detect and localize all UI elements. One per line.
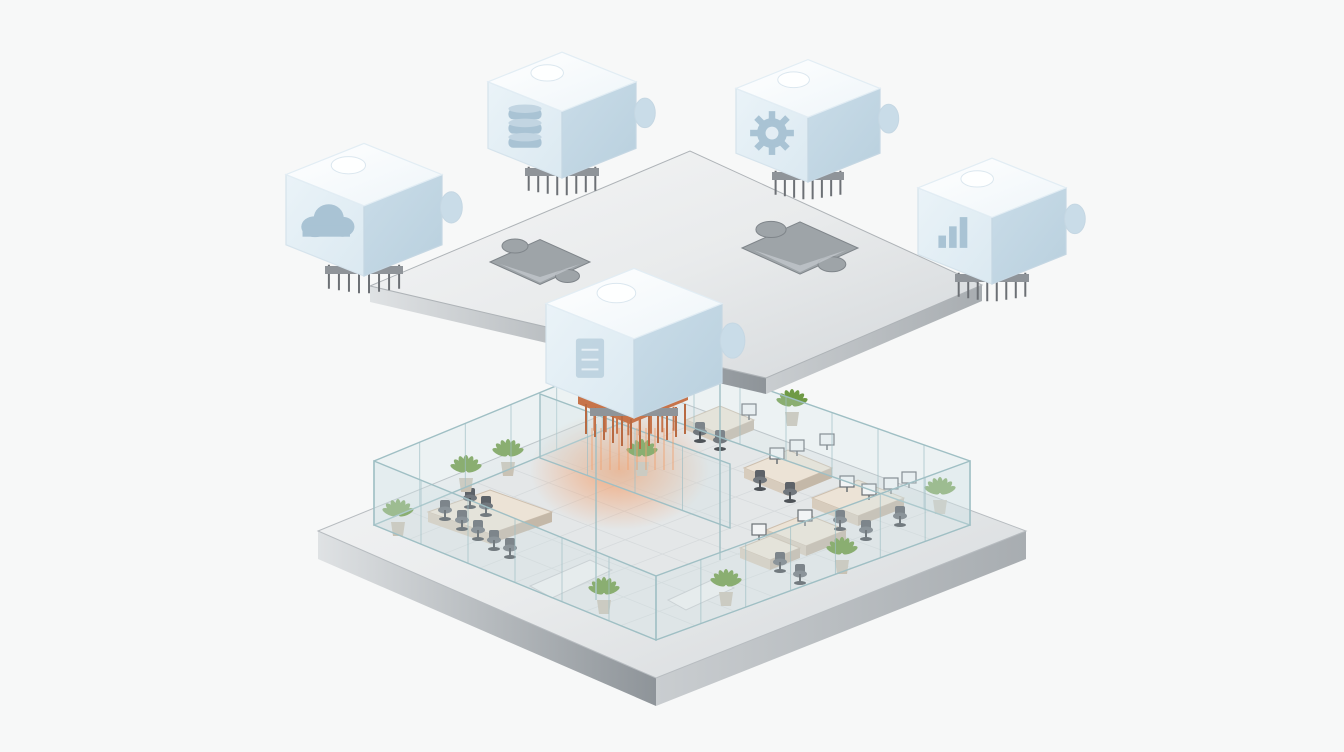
document-icon (575, 338, 605, 378)
glass-walls (373, 346, 971, 642)
monitor (819, 433, 835, 450)
office-chair (438, 500, 452, 521)
potted-plant (710, 569, 742, 606)
potted-plant (776, 389, 808, 426)
office-chair (893, 506, 907, 527)
puzzle-slot-left (488, 238, 592, 286)
cloud-icon (301, 204, 355, 238)
base-plate-right-side (656, 531, 1026, 706)
module-gear (734, 58, 900, 200)
potted-plant (382, 499, 414, 536)
office-chair (693, 422, 707, 443)
office-chair (455, 510, 469, 531)
potted-plant (924, 477, 956, 514)
office-chair (753, 470, 767, 491)
office-chair (859, 520, 873, 541)
office-chair (793, 564, 807, 585)
office-chair (833, 510, 847, 531)
office-chair (503, 538, 517, 559)
bar-chart-icon (938, 217, 968, 248)
monitor (789, 439, 805, 456)
module-analytics (916, 157, 1086, 302)
glass-wall-front-right (655, 459, 971, 642)
office-chair (783, 482, 797, 503)
module-database (486, 51, 656, 196)
monitor (769, 447, 785, 464)
gear-icon (750, 111, 794, 155)
module-center (544, 267, 746, 436)
platform-right-side (766, 285, 982, 394)
office-chair (773, 552, 787, 573)
office-chair (487, 530, 501, 551)
office-chair (471, 520, 485, 541)
base-plate-left-side (318, 531, 656, 706)
puzzle-slot-right (740, 220, 860, 275)
monitor (741, 403, 757, 420)
database-icon (508, 104, 542, 148)
office (372, 389, 972, 641)
monitor (751, 523, 767, 540)
module-cloud (284, 142, 463, 294)
